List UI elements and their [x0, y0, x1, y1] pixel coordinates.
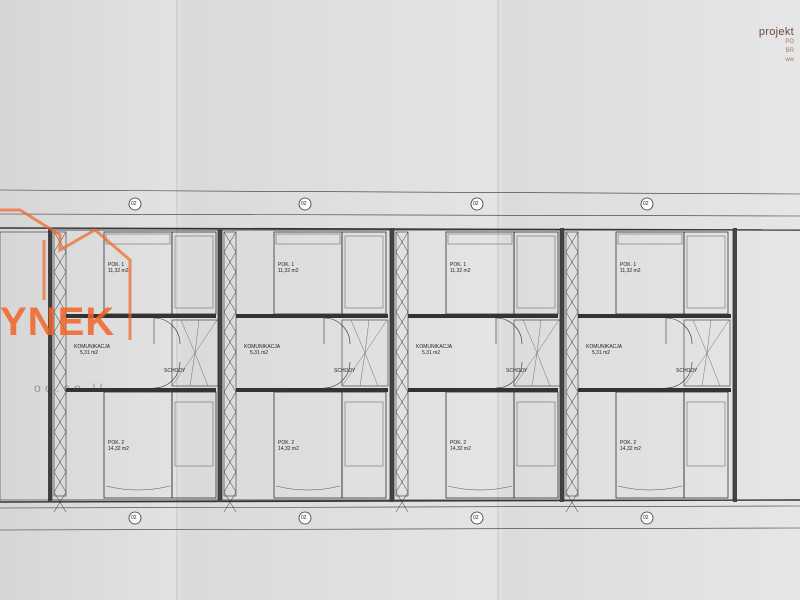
paper-fold [497, 0, 499, 600]
party-wall [560, 228, 564, 502]
room-label-bottom: POK. 2 [278, 440, 295, 446]
axis-marker-label: 02 [131, 515, 137, 521]
room-label-top: POK. 1 [620, 262, 637, 268]
title-block: projekt PO BR ww [759, 26, 794, 65]
hall-area: 5,31 m2 [80, 350, 99, 356]
room-area-bottom: 14,32 m2 [108, 446, 129, 452]
axis-marker-bottom [298, 511, 312, 525]
room-label-bottom: POK. 2 [450, 440, 467, 446]
room-label-bottom: POK. 2 [620, 440, 637, 446]
watermark-brand: YNEK [0, 300, 116, 344]
title-line: BR [785, 48, 794, 54]
watermark-logo [0, 200, 140, 400]
stair-label: SCHODY [334, 368, 356, 374]
hall-label: KOMUNIKACJA [416, 344, 453, 350]
room-area-top: 11,32 m2 [108, 268, 129, 274]
watermark-sub: o o . c o . l l [34, 381, 103, 395]
room-label-bottom: POK. 2 [108, 440, 125, 446]
axis-marker-label: 02 [473, 201, 479, 207]
axis-marker-label: 02 [131, 201, 137, 207]
room-area-top: 11,32 m2 [450, 268, 471, 274]
axis-marker-label: 02 [301, 515, 307, 521]
stair-label: SCHODY [676, 368, 698, 374]
axis-marker-label: 02 [643, 201, 649, 207]
stair-label: SCHODY [506, 368, 528, 374]
hall-area: 5,31 m2 [592, 350, 611, 356]
axis-marker-top [128, 197, 142, 211]
party-wall [218, 228, 222, 502]
hall-label: KOMUNIKACJA [586, 344, 623, 350]
axis-marker-label: 02 [643, 515, 649, 521]
room-label-top: POK. 1 [450, 262, 467, 268]
axis-marker-top [640, 197, 654, 211]
room-area-top: 11,32 m2 [278, 268, 299, 274]
room-label-top: POK. 1 [278, 262, 295, 268]
axis-marker-bottom [640, 511, 654, 525]
stair-label: SCHODY [164, 368, 186, 374]
company-name: projekt [758, 26, 794, 38]
hall-label: KOMUNIKACJA [244, 344, 281, 350]
title-line: ww [785, 57, 794, 63]
party-wall [733, 228, 737, 502]
axis-marker-top [298, 197, 312, 211]
title-line: PO [785, 39, 794, 45]
room-area-bottom: 14,32 m2 [620, 446, 641, 452]
axis-marker-top [470, 197, 484, 211]
hall-area: 5,31 m2 [250, 350, 269, 356]
axis-marker-bottom [128, 511, 142, 525]
room-area-bottom: 14,32 m2 [450, 446, 471, 452]
room-area-bottom: 14,32 m2 [278, 446, 299, 452]
paper-fold [176, 0, 178, 600]
hall-area: 5,31 m2 [422, 350, 441, 356]
axis-marker-label: 02 [301, 201, 307, 207]
axis-marker-bottom [470, 511, 484, 525]
hall-label: KOMUNIKACJA [74, 344, 111, 350]
room-area-top: 11,32 m2 [620, 268, 641, 274]
units-layer [0, 197, 737, 525]
axis-marker-label: 02 [473, 515, 479, 521]
party-wall [390, 228, 394, 502]
room-label-top: POK. 1 [108, 262, 125, 268]
